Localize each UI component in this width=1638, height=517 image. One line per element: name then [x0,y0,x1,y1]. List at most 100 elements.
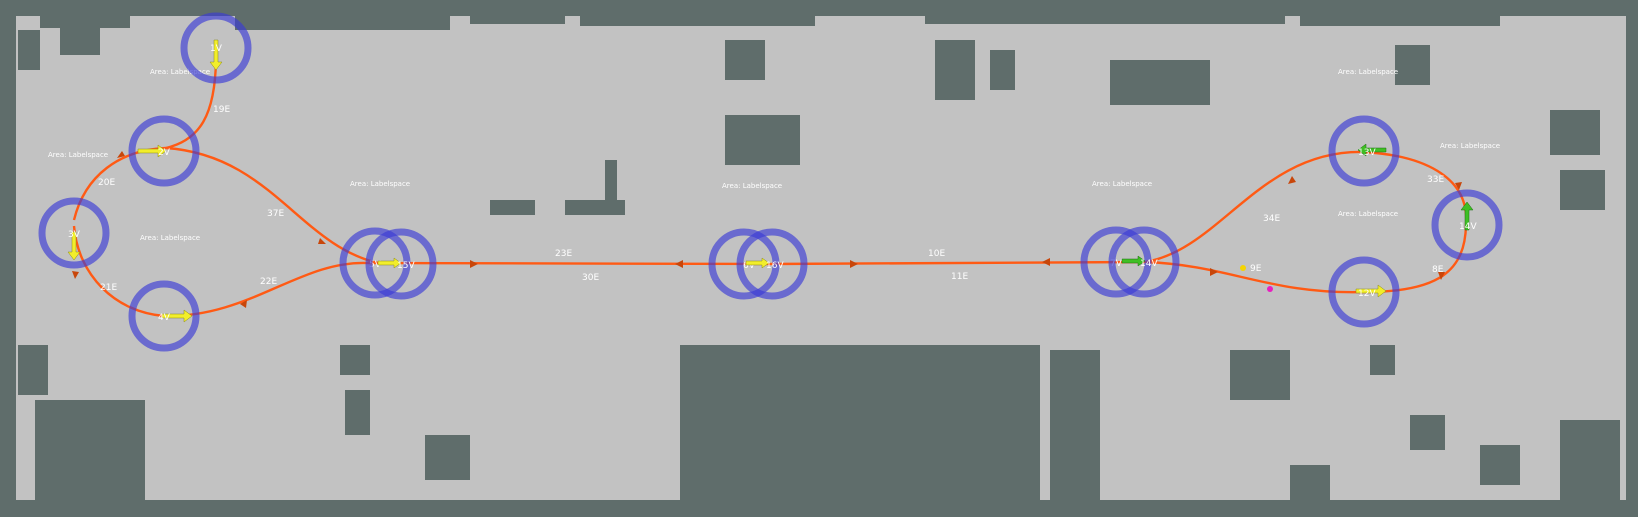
circle-node-icon [708,228,780,300]
direction-arrow-icon [1455,182,1462,190]
circle-node-icon [38,197,110,269]
vertex-label: 13V [1358,148,1376,158]
vertex-3V[interactable]: 3V [38,197,110,269]
edge-19E[interactable] [165,59,218,150]
obstacle [725,40,765,80]
obstacle [1480,445,1520,485]
direction-arrow-icon [318,238,326,244]
direction-arrow-icon [1121,255,1146,267]
obstacle [1300,14,1500,26]
obstacle [1550,110,1600,155]
obstacle [935,40,975,100]
direction-arrow-icon [137,144,167,158]
area-label: Area: Labelspace [722,182,782,190]
circle-node-icon [1328,115,1400,187]
vertex-12V[interactable]: 12V [1328,256,1400,328]
obstacle [1626,0,1638,517]
obstacle [18,30,40,70]
obstacle [1050,350,1100,505]
obstacle [1560,170,1605,210]
edge-37E[interactable] [165,146,379,265]
area-label: Area: Labelspace [1338,68,1398,76]
obstacle [0,500,1638,517]
vertex-17V[interactable]: 16V [736,228,808,300]
direction-arrow-icon [1210,268,1218,276]
circle-node-icon [180,12,252,84]
edge-21E[interactable] [72,225,165,318]
direction-arrow-icon [1357,143,1387,157]
vertex-1V[interactable]: 1V [180,12,252,84]
obstacle [0,0,16,517]
vertex-16V[interactable]: 15V [365,228,437,300]
circle-node-icon [339,227,411,299]
edge-label: 8E [1432,265,1444,275]
obstacle [1395,45,1430,85]
edge-labels: 19E 20E 21E 22E 23E 30E 37E 10E 11E 8E 9… [98,105,1444,293]
edge-label: 22E [260,277,277,287]
direction-arrow-icon [1042,258,1050,266]
vertex-label: 4V [158,313,171,323]
direction-arrow-icon [1438,272,1445,280]
vertices: 1V 2V 3V 4V 5V 15V [38,12,1503,352]
obstacle [1110,60,1210,105]
direction-arrow-icon [209,39,223,71]
vertex-label: 5V [369,260,382,270]
area-label: Area: Labelspace [1338,210,1398,218]
dot-marker-icon[interactable] [1240,265,1246,271]
obstacle [425,435,470,480]
circle-node-icon [128,280,200,352]
obstacle [1560,420,1620,500]
edge-label: 23E [555,249,572,259]
vertex-label: 2V [158,148,171,158]
vertex-6V[interactable]: 6V [708,228,780,300]
obstacle [60,25,100,55]
edge-label: 37E [267,209,284,219]
obstacle [1290,465,1330,505]
edge-label: 34E [1263,214,1280,224]
edge-label: 33E [1427,175,1444,185]
vertex-14V[interactable]: 14V 14V [1431,189,1503,261]
obstacle [1410,415,1445,450]
vertex-13V[interactable]: 13V [1328,115,1400,187]
dot-marker-icon[interactable] [1267,286,1273,292]
vertex-label: 3V [68,230,81,240]
vertex-15V[interactable]: 14V [1108,226,1180,298]
area-label: Area: Labelspace [150,68,210,76]
area-labels: Area: Labelspace Area: Labelspace Area: … [48,68,1500,242]
circle-node-icon [128,115,200,187]
circle-node-icon [1328,256,1400,328]
vertex-2V[interactable]: 2V [128,115,200,187]
direction-arrow-icon [1460,201,1474,231]
obstacle [990,50,1015,90]
area-label: Area: Labelspace [1440,142,1500,150]
edge-label: 19E [213,105,230,115]
direction-arrow-icon [1355,284,1387,298]
vertex-7V[interactable]: 7V [1080,226,1152,298]
edge-arrows [72,151,1462,308]
circle-node-icon [365,228,437,300]
vertex-5V[interactable]: 5V [339,227,411,299]
obstacle [40,14,130,28]
direction-arrow-icon [850,260,858,268]
circle-node-icon [1431,189,1503,261]
circle-node-icon [1080,226,1152,298]
edge-label: 30E [582,273,599,283]
edge-label: 21E [100,283,117,293]
vertex-4V[interactable]: 4V [128,280,200,352]
obstacle [580,14,815,26]
obstacle [470,14,565,24]
edge-label: 11E [951,272,968,282]
direction-arrow-icon [240,300,247,308]
direction-arrow-icon [72,271,79,279]
obstacle [18,345,48,395]
obstacle [605,160,617,205]
obstacle [680,345,1040,505]
area-label: Area: Labelspace [350,180,410,188]
obstacle [490,200,535,215]
obstacle [1230,350,1290,400]
vertex-label: 7V [1110,259,1123,269]
vertex-label: 14V [1140,259,1158,269]
direction-arrow-icon [377,257,402,269]
